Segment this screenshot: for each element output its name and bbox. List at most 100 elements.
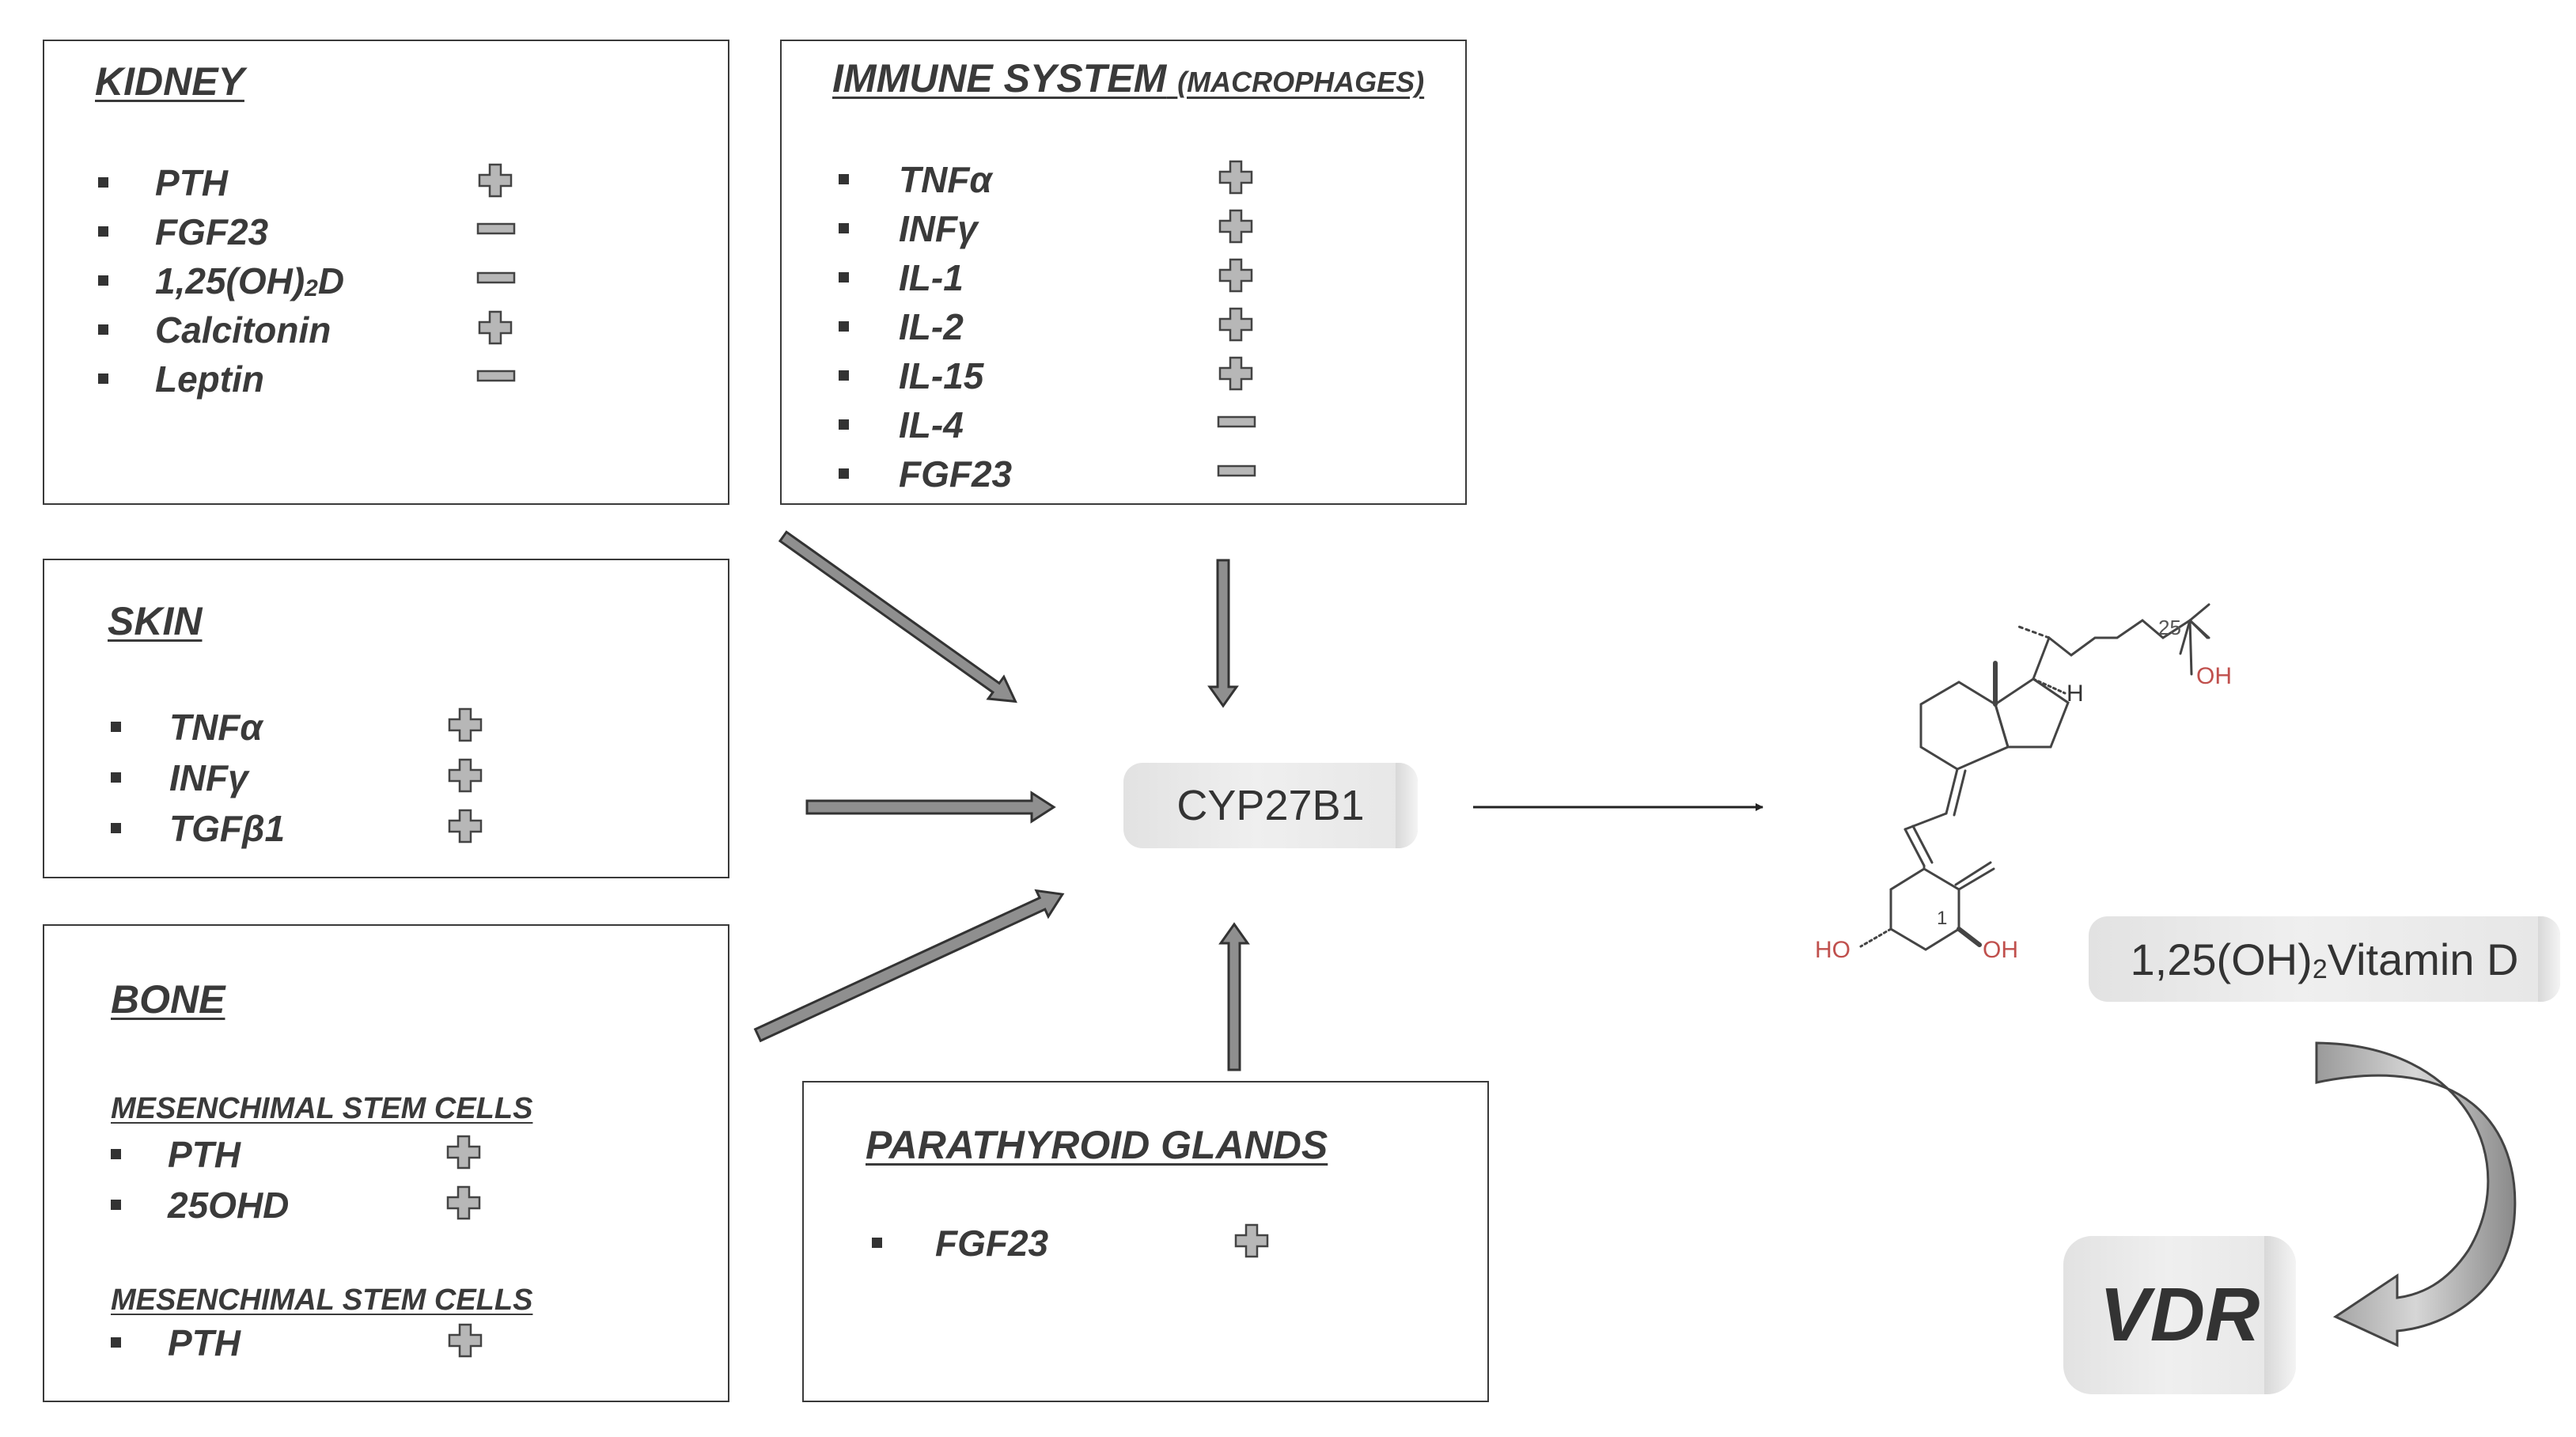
list-item: FGF23 — [839, 453, 1264, 500]
upregulation-effect — [476, 161, 514, 203]
cyp27b1-label: CYP27B1 — [1176, 782, 1365, 829]
plus-icon — [1218, 307, 1253, 342]
item-label: FGF23 — [935, 1222, 1048, 1264]
item-label-text: INFγ — [169, 757, 248, 798]
minus-icon — [1217, 464, 1256, 477]
upregulation-effect — [445, 1184, 483, 1226]
item-label: FGF23 — [899, 453, 1012, 495]
bullet-icon — [98, 275, 108, 286]
bone-title: BONE — [111, 977, 225, 1022]
item-label-text: 25OHD — [168, 1185, 290, 1226]
list-item: PTH — [98, 161, 524, 209]
item-label: TNFα — [899, 158, 992, 201]
immune-system-title: IMMUNE SYSTEM (MACROPHAGES) — [832, 55, 1424, 101]
vdr-node: VDR — [2063, 1236, 2296, 1394]
bone-group1-title: MESENCHIMAL STEM CELLS — [111, 1092, 533, 1125]
bullet-icon — [111, 1149, 121, 1159]
item-label-text: IL-1 — [899, 257, 964, 298]
molecule-label-ho-3: HO — [1815, 937, 1851, 963]
item-label-text: IL-4 — [899, 404, 964, 446]
item-label-text: TNFα — [169, 707, 263, 748]
arrow-bone-to-cyp27b1 — [753, 889, 1065, 1043]
plus-icon — [448, 707, 483, 742]
list-item: TNFα — [111, 706, 494, 753]
plus-icon — [448, 1323, 483, 1358]
item-label: PTH — [155, 161, 228, 204]
minus-icon — [1217, 415, 1256, 428]
upregulation-effect — [446, 706, 484, 748]
bullet-icon — [111, 823, 121, 833]
list-item: PTH — [111, 1321, 494, 1369]
upregulation-effect — [476, 309, 514, 351]
upregulation-effect — [1233, 1222, 1271, 1264]
vitamin-d-label-suffix: Vitamin D — [2327, 934, 2519, 984]
item-label: FGF23 — [155, 210, 268, 253]
list-item: Leptin — [98, 358, 524, 405]
upregulation-effect — [446, 756, 484, 798]
immune-system-title-main: IMMUNE SYSTEM — [832, 56, 1167, 100]
bullet-icon — [111, 1337, 121, 1348]
item-label: IL-15 — [899, 355, 983, 397]
calcitriol-structure — [1859, 603, 2210, 951]
item-label-text: IL-15 — [899, 355, 984, 396]
bullet-icon — [839, 321, 849, 332]
plus-icon — [478, 163, 513, 198]
kidney-title: KIDNEY — [95, 59, 244, 104]
item-label: 1,25(OH)2D — [155, 260, 344, 302]
plus-icon — [446, 1185, 481, 1220]
plus-icon — [1218, 160, 1253, 195]
item-label-text: FGF23 — [935, 1223, 1049, 1264]
list-item: IL-4 — [839, 404, 1264, 451]
arrow-parathyroid-to-cyp27b1 — [1218, 922, 1250, 1071]
downregulation-effect — [476, 210, 516, 252]
item-label-text: PTH — [168, 1134, 241, 1175]
downregulation-effect — [476, 260, 516, 301]
minus-icon — [476, 370, 516, 382]
list-item: IL-15 — [839, 355, 1264, 402]
upregulation-effect — [1217, 256, 1255, 298]
molecule-label-oh-25: OH — [2196, 663, 2232, 689]
list-item: Calcitonin — [98, 309, 524, 356]
downregulation-effect — [1217, 404, 1256, 446]
vitamin-d-node: 1,25(OH)2Vitamin D — [2089, 916, 2560, 1002]
vitamin-d-label: 1,25(OH)2Vitamin D — [2131, 934, 2519, 985]
item-label: PTH — [168, 1133, 241, 1176]
item-label-text: INFγ — [899, 208, 978, 249]
parathyroid-box: PARATHYROID GLANDS FGF23 — [802, 1081, 1489, 1402]
item-label-subscript: 2 — [305, 275, 318, 301]
item-label-text: FGF23 — [155, 211, 269, 252]
plus-icon — [478, 310, 513, 345]
plus-icon — [1234, 1223, 1269, 1258]
molecule-label-oh-1: OH — [1983, 937, 2018, 963]
bullet-icon — [839, 468, 849, 479]
immune-system-title-suffix: (MACROPHAGES) — [1177, 66, 1425, 98]
bullet-icon — [839, 370, 849, 381]
plus-icon — [446, 1135, 481, 1170]
bullet-icon — [98, 373, 108, 384]
upregulation-effect — [1217, 355, 1255, 396]
bullet-icon — [111, 772, 121, 783]
molecule-label-1: 1 — [1937, 908, 1947, 929]
upregulation-effect — [445, 1133, 483, 1175]
bullet-icon — [839, 174, 849, 184]
upregulation-effect — [446, 1321, 484, 1363]
bullet-icon — [839, 272, 849, 282]
plus-icon — [1218, 209, 1253, 244]
item-label: PTH — [168, 1321, 241, 1364]
list-item: PTH — [111, 1133, 492, 1181]
molecule-label-25: 25 — [2158, 616, 2181, 639]
list-item: INFγ — [839, 207, 1264, 255]
item-label-text: TNFα — [899, 159, 992, 200]
upregulation-effect — [1217, 305, 1255, 347]
arrow-skin-to-cyp27b1 — [805, 791, 1056, 824]
minus-icon — [476, 222, 516, 235]
vdr-label: VDR — [2099, 1272, 2260, 1357]
item-label-text: TGFβ1 — [169, 808, 286, 849]
plus-icon — [1218, 258, 1253, 293]
bullet-icon — [839, 419, 849, 430]
list-item: FGF23 — [98, 210, 524, 258]
